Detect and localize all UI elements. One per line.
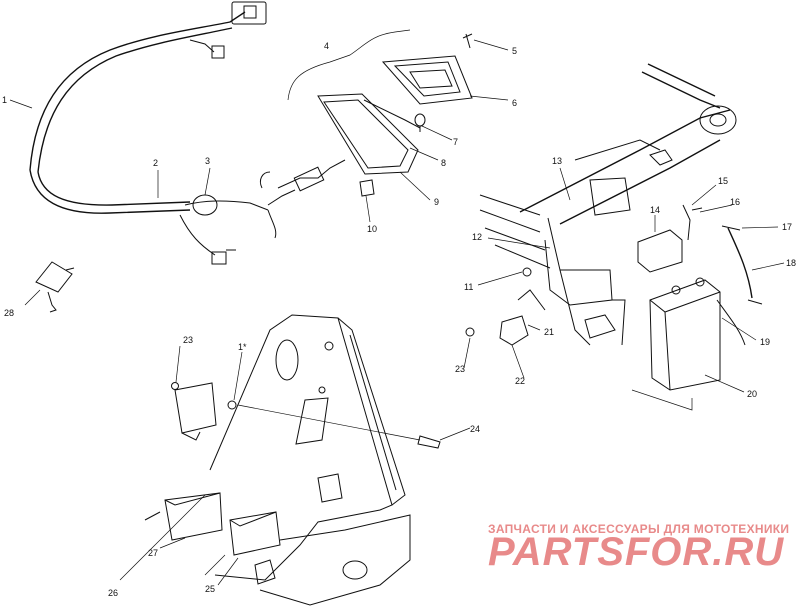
wiring-harness	[29, 1, 346, 265]
callout-11: 11	[464, 282, 473, 292]
callout-22: 22	[515, 376, 525, 386]
callout-27: 27	[148, 548, 158, 558]
leader-lines	[9, 39, 785, 586]
callout-12: 12	[472, 232, 482, 242]
callout-2: 2	[153, 158, 158, 168]
callout-18: 18	[786, 258, 796, 268]
callout-15: 15	[718, 176, 728, 186]
callout-3: 3	[205, 156, 210, 166]
callout-17: 17	[782, 222, 792, 232]
callout-28: 28	[4, 308, 14, 318]
callout-16: 16	[730, 197, 740, 207]
battery-assembly	[631, 204, 763, 411]
mounting-plate	[119, 314, 441, 606]
callout-1: 1	[2, 95, 7, 105]
callout-10: 10	[367, 224, 377, 234]
frame-rails	[479, 63, 737, 346]
switch-parts	[465, 267, 546, 346]
watermark-caption: ЗАПЧАСТИ И АКСЕССУАРЫ ДЛЯ МОТОТЕХНИКИ	[488, 522, 790, 536]
callout-13: 13	[552, 156, 562, 166]
callout-20: 20	[747, 389, 757, 399]
tail-light-assembly	[287, 29, 473, 197]
callout-14: 14	[650, 205, 660, 215]
callout-7: 7	[453, 137, 458, 147]
callout-4: 4	[324, 41, 329, 51]
callout-9: 9	[434, 197, 439, 207]
callout-25: 25	[205, 584, 215, 594]
callout-23: 23	[455, 364, 465, 374]
callout-24: 24	[470, 424, 480, 434]
callout-8: 8	[441, 158, 446, 168]
callout-21: 21	[544, 327, 554, 337]
callout-23b: 23	[183, 335, 193, 345]
callout-1-star: 1*	[238, 342, 247, 352]
callout-6: 6	[512, 98, 517, 108]
callout-5: 5	[512, 46, 517, 56]
callout-labels: 1 2 3 4 5 6 7 8 9 10 11 12 13 14 15 16 1…	[2, 41, 796, 598]
sensor-part	[35, 261, 75, 313]
watermark-logo: PARTSFOR.RU	[488, 530, 785, 574]
callout-26: 26	[108, 588, 118, 598]
callout-19: 19	[760, 337, 770, 347]
